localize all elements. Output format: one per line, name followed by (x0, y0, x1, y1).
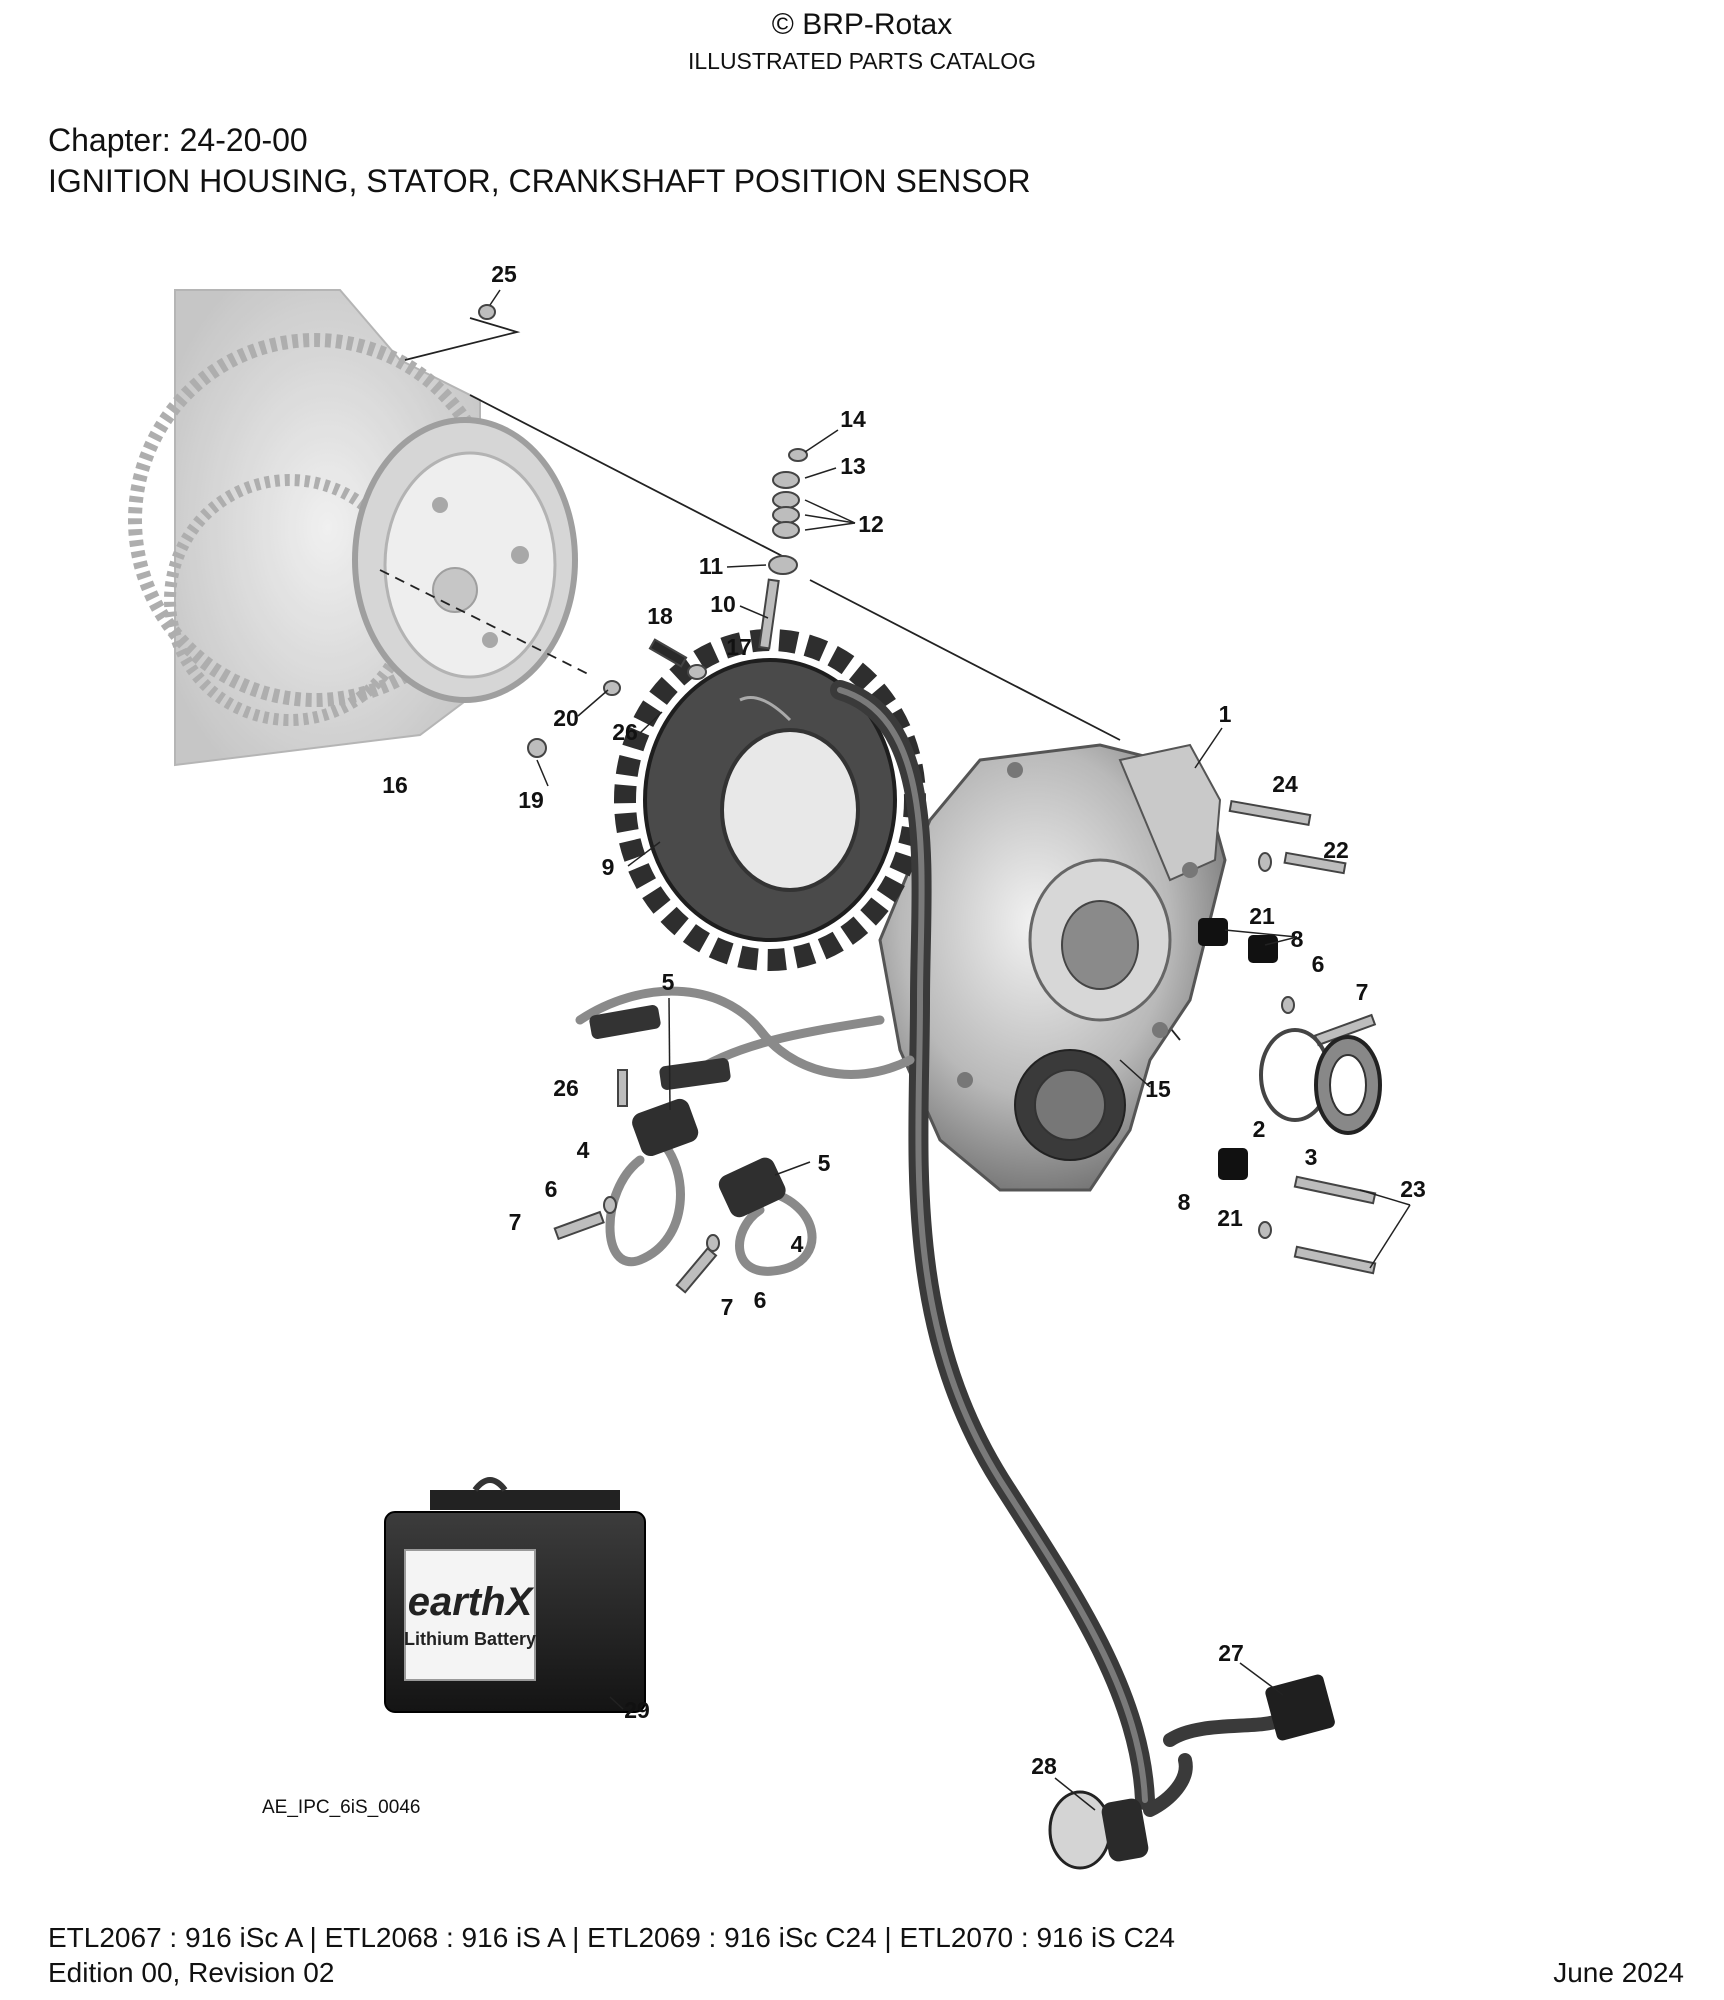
callout-15: 15 (1145, 1076, 1171, 1102)
callout-8-bottom: 8 (1178, 1189, 1191, 1215)
callout-2: 2 (1253, 1116, 1266, 1142)
callout-12: 12 (858, 511, 884, 537)
callout-20: 20 (553, 705, 579, 731)
callout-28: 28 (1031, 1753, 1057, 1779)
crankshaft-position-sensors (589, 1005, 786, 1218)
figure-id: AE_IPC_6iS_0046 (262, 1797, 421, 1818)
callout-9: 9 (602, 854, 615, 880)
callout-leaders (489, 289, 1411, 1811)
callout-18: 18 (647, 603, 673, 629)
callout-27: 27 (1218, 1640, 1244, 1666)
callout-29: 29 (624, 1697, 650, 1723)
battery-product-label: Lithium Battery (404, 1629, 536, 1649)
callout-6-left: 6 (545, 1176, 558, 1202)
callout-22: 22 (1323, 837, 1349, 863)
header-catalog-title: ILLUSTRATED PARTS CATALOG (687, 48, 1037, 74)
chapter-title: IGNITION HOUSING, STATOR, CRANKSHAFT POS… (48, 163, 1031, 199)
harness-connectors (1048, 1674, 1335, 1870)
callout-13: 13 (840, 453, 866, 479)
seals-and-bushings (1198, 918, 1382, 1180)
engine-block-ghost (128, 289, 578, 767)
header-brand: © BRP-Rotax (771, 8, 953, 41)
callout-24: 24 (1272, 771, 1298, 797)
callout-7-bottom: 7 (721, 1294, 734, 1320)
callout-16: 16 (382, 772, 408, 798)
callout-19: 19 (518, 787, 544, 813)
footer-models: ETL2067 : 916 iSc A | ETL2068 : 916 iS A… (48, 1922, 1175, 1953)
chapter-number: Chapter: 24-20-00 (48, 122, 308, 158)
callout-6-right: 6 (1312, 951, 1325, 977)
battery: earthX Lithium Battery (384, 1477, 646, 1713)
callout-1: 1 (1219, 701, 1232, 727)
callout-17: 17 (726, 634, 752, 660)
callout-26-top: 26 (612, 719, 638, 745)
ignition-housing (878, 743, 1227, 1192)
battery-brand-label: earthX (408, 1580, 535, 1624)
callout-6-bottom: 6 (754, 1287, 767, 1313)
callout-4-right: 4 (791, 1231, 804, 1257)
wiring-harness (830, 680, 1287, 1817)
callout-7-right: 7 (1356, 979, 1369, 1005)
callout-4-left: 4 (577, 1137, 590, 1163)
callout-7-left: 7 (509, 1209, 522, 1235)
callout-21-bottom: 21 (1217, 1205, 1243, 1231)
hardware-fasteners (478, 304, 1377, 1294)
callout-14: 14 (840, 406, 866, 432)
callout-5-top: 5 (662, 969, 675, 995)
callout-labels: 25 14 13 12 11 10 18 17 20 26 16 19 9 1 … (382, 261, 1426, 1779)
callout-25: 25 (491, 261, 517, 287)
footer-edition: Edition 00, Revision 02 (48, 1957, 335, 1988)
callout-11: 11 (699, 553, 724, 579)
callout-23: 23 (1400, 1176, 1426, 1202)
callout-26-left: 26 (553, 1075, 579, 1101)
callout-8-top: 8 (1291, 926, 1304, 952)
callout-3: 3 (1305, 1144, 1318, 1170)
callout-10: 10 (710, 591, 736, 617)
stator (614, 629, 926, 971)
callout-21-top: 21 (1249, 903, 1275, 929)
footer-date: June 2024 (1553, 1957, 1684, 1988)
sensor-wiring (575, 986, 915, 1276)
callout-5-right: 5 (818, 1150, 831, 1176)
